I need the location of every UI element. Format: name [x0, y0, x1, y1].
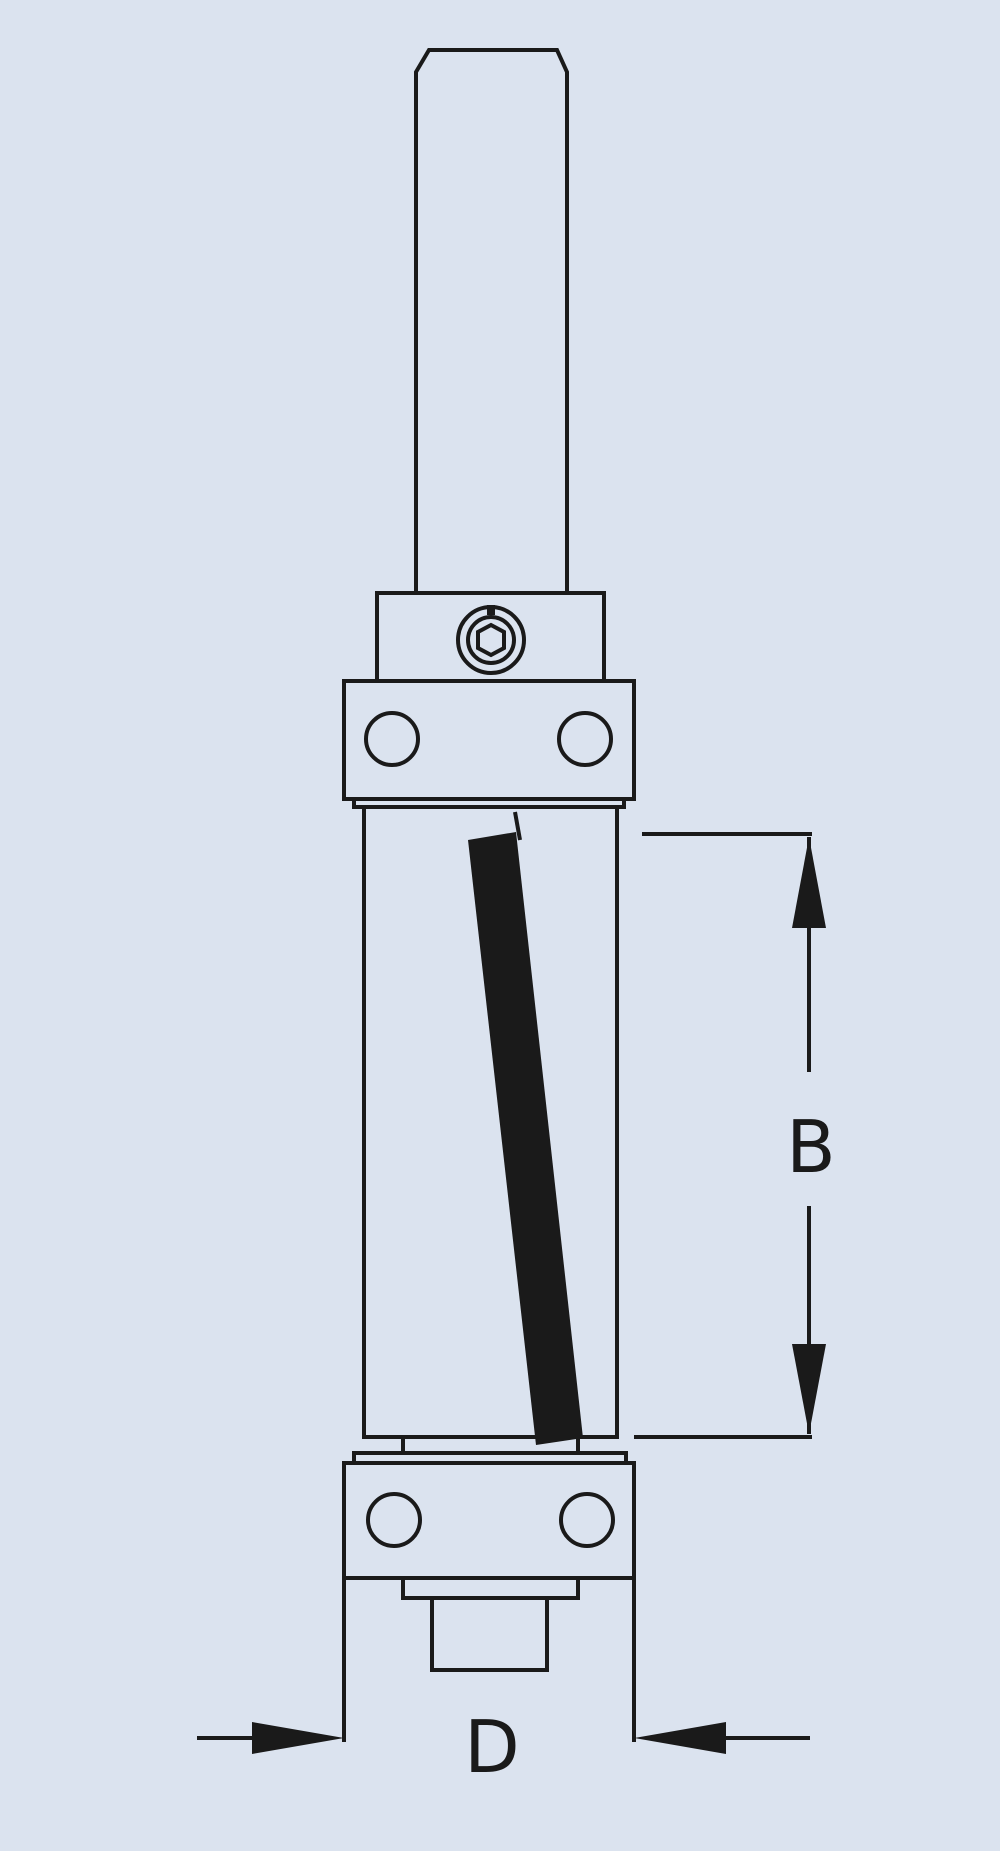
shank	[414, 48, 569, 597]
bottom-nut	[401, 1576, 580, 1672]
lower-bearing-block	[342, 1435, 636, 1580]
dimension-b	[634, 832, 826, 1439]
arrow-down-icon	[792, 1344, 826, 1434]
dimension-b-label: B	[786, 1105, 835, 1189]
cutting-blade	[468, 832, 583, 1445]
upper-bearing-block	[342, 679, 636, 809]
dimension-d-label: D	[464, 1705, 519, 1789]
arrow-right-icon	[252, 1722, 344, 1754]
arrow-up-icon	[792, 837, 826, 928]
hex-socket-screw-icon	[456, 605, 526, 675]
dimension-d	[197, 1578, 810, 1754]
arrow-left-icon	[634, 1722, 726, 1754]
